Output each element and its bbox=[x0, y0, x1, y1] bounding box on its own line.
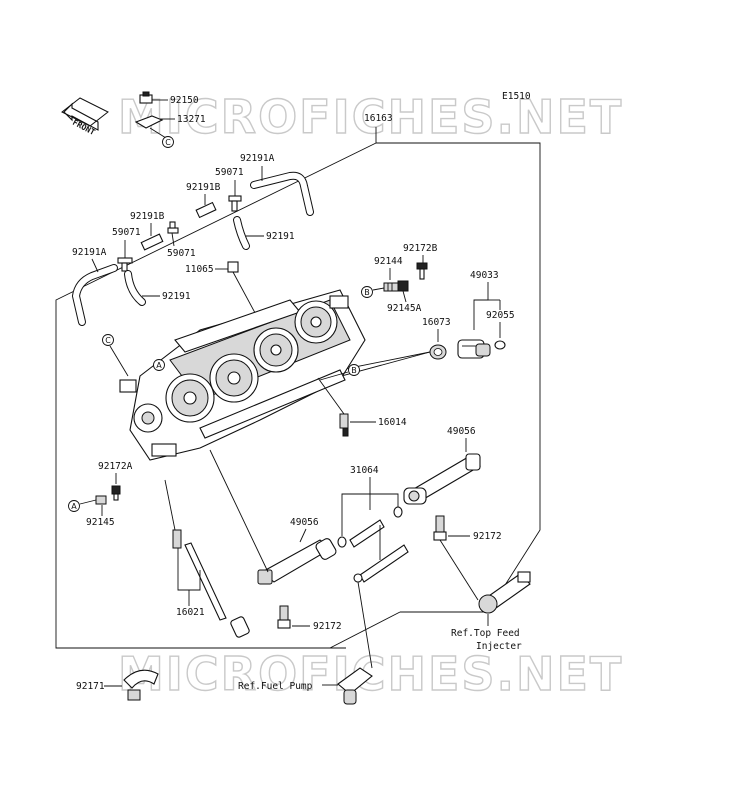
part-49033-sensor bbox=[457, 339, 491, 359]
label-59071-c: 59071 bbox=[167, 248, 196, 259]
label-13271: 13271 bbox=[177, 114, 206, 125]
label-92172-a: 92172 bbox=[313, 621, 342, 632]
callout-c-left bbox=[102, 334, 114, 346]
part-11065-cap bbox=[227, 261, 239, 273]
label-16163: 16163 bbox=[364, 113, 393, 124]
hose-92191A-top bbox=[250, 171, 314, 216]
callout-c-top bbox=[162, 136, 174, 148]
front-arrow-icon: FRONT bbox=[61, 97, 109, 137]
callout-b-right-text: B bbox=[364, 288, 370, 297]
hose-92191B-b bbox=[140, 223, 164, 251]
callout-c-top-text: C bbox=[165, 138, 171, 147]
part-49056-fuel-rail-lower bbox=[257, 538, 337, 585]
part-31064-fuel-pipe bbox=[337, 506, 409, 583]
label-49033: 49033 bbox=[470, 270, 499, 281]
ref-top-feed-line1: Ref.Top Feed bbox=[451, 628, 520, 639]
label-92172A: 92172A bbox=[98, 461, 133, 472]
callout-a-body-text: A bbox=[156, 361, 162, 370]
part-92172-screw-b bbox=[433, 515, 447, 541]
watermark-top: MICROFICHES.NET bbox=[118, 90, 623, 144]
callout-b-right bbox=[361, 286, 373, 298]
part-92055-oring bbox=[494, 340, 506, 350]
callout-a-left-text: A bbox=[71, 502, 77, 511]
part-59071-fitting-a bbox=[228, 180, 242, 212]
part-59071-fitting-c bbox=[117, 240, 133, 272]
label-16014: 16014 bbox=[378, 417, 407, 428]
part-16021-shaft bbox=[172, 529, 250, 638]
part-top-feed-connector bbox=[478, 571, 531, 614]
label-92191A-left: 92191A bbox=[72, 247, 107, 258]
ref-top-feed-line2: Injecter bbox=[476, 641, 522, 652]
part-92171-clip bbox=[123, 669, 159, 701]
part-59071-fitting-b bbox=[167, 221, 179, 247]
part-92172A-screw bbox=[111, 485, 121, 501]
label-92172-b: 92172 bbox=[473, 531, 502, 542]
label-11065: 11065 bbox=[185, 264, 214, 275]
part-13271-plate bbox=[134, 115, 175, 129]
throttle-body-assembly bbox=[119, 289, 366, 461]
part-92145-spring bbox=[95, 495, 107, 505]
part-92172-screw-a bbox=[277, 605, 291, 629]
label-92145A: 92145A bbox=[387, 303, 422, 314]
part-fuel-pump-connector bbox=[337, 667, 373, 705]
watermark-bottom: MICROFICHES.NET bbox=[118, 647, 623, 701]
assembly-frame bbox=[55, 127, 541, 649]
callout-c-left-text: C bbox=[105, 336, 111, 345]
ref-fuel-pump: Ref.Fuel Pump bbox=[238, 681, 313, 692]
label-49056-b: 49056 bbox=[447, 426, 476, 437]
label-59071-b: 59071 bbox=[112, 227, 141, 238]
callout-b-body-text: B bbox=[351, 366, 357, 375]
label-92055: 92055 bbox=[486, 310, 515, 321]
callout-a-left bbox=[68, 500, 80, 512]
part-16014-screw bbox=[317, 377, 349, 437]
label-92191B-b: 92191B bbox=[130, 211, 165, 222]
part-92172B-screw bbox=[416, 255, 428, 280]
label-49056-a: 49056 bbox=[290, 517, 319, 528]
label-92150: 92150 bbox=[170, 95, 199, 106]
label-92191B-a: 92191B bbox=[186, 182, 221, 193]
hose-92191A-left bbox=[71, 264, 118, 326]
callout-a-body bbox=[153, 359, 165, 371]
label-92171: 92171 bbox=[76, 681, 105, 692]
label-92191-a: 92191 bbox=[266, 231, 295, 242]
label-16021: 16021 bbox=[176, 607, 205, 618]
label-92191A-top: 92191A bbox=[240, 153, 275, 164]
callout-b-body bbox=[348, 364, 360, 376]
part-92150-clamp bbox=[139, 91, 168, 104]
label-92172B: 92172B bbox=[403, 243, 438, 254]
label-92144: 92144 bbox=[374, 256, 403, 267]
diagram-code: E1510 bbox=[502, 91, 531, 102]
label-16073: 16073 bbox=[422, 317, 451, 328]
hose-92191-a bbox=[233, 216, 250, 250]
label-92145: 92145 bbox=[86, 517, 115, 528]
part-49056-fuel-rail-upper bbox=[403, 453, 481, 505]
label-31064: 31064 bbox=[350, 465, 379, 476]
label-92191-b: 92191 bbox=[162, 291, 191, 302]
label-59071-a: 59071 bbox=[215, 167, 244, 178]
hose-92191-b bbox=[124, 270, 146, 306]
hose-92191B-a bbox=[195, 194, 217, 219]
part-92144-spring bbox=[383, 282, 399, 292]
part-16073-seal bbox=[429, 344, 447, 360]
part-92145A-screw bbox=[397, 280, 409, 303]
